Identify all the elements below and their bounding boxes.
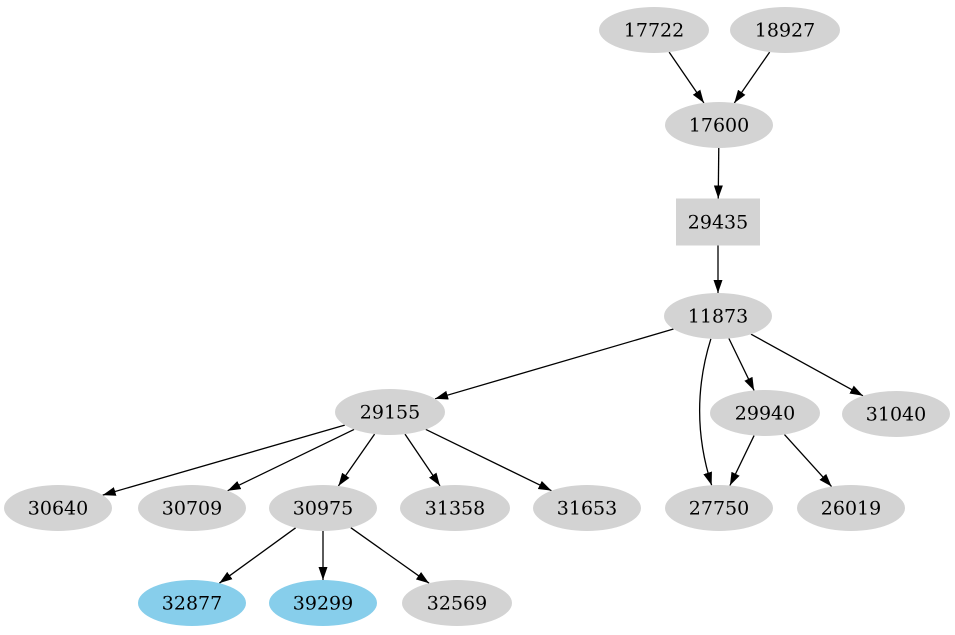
node-label-30709: 30709: [162, 498, 222, 520]
node-shape-31653: [533, 485, 641, 531]
node-shape-26019: [797, 485, 905, 531]
node-label-31040: 31040: [866, 404, 926, 426]
graph-node-29435: 29435: [676, 198, 760, 246]
node-shape-18927: [730, 7, 840, 53]
node-shape-30640: [4, 485, 112, 531]
edge-18927-17600: [733, 51, 771, 104]
node-label-27750: 27750: [689, 498, 749, 520]
edge-30975-32877: [218, 527, 297, 584]
node-label-17600: 17600: [689, 115, 749, 137]
node-label-17722: 17722: [624, 20, 684, 42]
node-label-31358: 31358: [425, 498, 485, 520]
edges-layer: [102, 51, 864, 584]
graph-node-29155: 29155: [335, 389, 445, 435]
edge-11873-27750: [699, 338, 713, 486]
edge-11873-31040: [750, 333, 864, 397]
node-shape-29435: [676, 198, 760, 246]
node-shape-29155: [335, 389, 445, 435]
node-label-30975: 30975: [293, 498, 353, 520]
edge-29155-31358: [404, 433, 441, 487]
node-shape-11873: [664, 293, 772, 339]
node-label-32569: 32569: [427, 593, 487, 615]
graph-node-17600: 17600: [665, 102, 773, 148]
edge-29155-30709: [227, 428, 355, 492]
node-shape-30975: [269, 485, 377, 531]
node-label-26019: 26019: [821, 498, 881, 520]
graph-node-31653: 31653: [533, 485, 641, 531]
edge-17722-17600: [668, 51, 705, 104]
node-label-29940: 29940: [735, 403, 795, 425]
graph-node-32877: 32877: [138, 580, 246, 626]
node-shape-27750: [665, 485, 773, 531]
edge-30975-32569: [350, 527, 430, 584]
graph-node-18927: 18927: [730, 7, 840, 53]
edge-17600-29435: [713, 147, 723, 199]
node-shape-17722: [599, 7, 709, 53]
graph-node-30975: 30975: [269, 485, 377, 531]
edge-29940-27750: [729, 435, 755, 486]
edge-11873-29155: [434, 328, 674, 400]
edge-11873-29940: [728, 338, 755, 391]
nodes-layer: 17722 18927 17600 29435 11873 29155 29940 31040…: [4, 7, 950, 626]
graph-node-29940: 29940: [710, 390, 820, 436]
node-label-29155: 29155: [360, 402, 420, 424]
graph-node-30640: 30640: [4, 485, 112, 531]
node-shape-30709: [138, 485, 246, 531]
graph-node-27750: 27750: [665, 485, 773, 531]
graph-node-11873: 11873: [664, 293, 772, 339]
node-shape-32877: [138, 580, 246, 626]
graph-node-39299: 39299: [269, 580, 377, 626]
node-shape-32569: [402, 580, 512, 626]
graph-node-32569: 32569: [402, 580, 512, 626]
graph-node-31358: 31358: [400, 485, 510, 531]
graph-node-30709: 30709: [138, 485, 246, 531]
node-shape-39299: [269, 580, 377, 626]
node-label-32877: 32877: [162, 593, 222, 615]
graph-node-26019: 26019: [797, 485, 905, 531]
node-label-29435: 29435: [688, 212, 748, 234]
node-shape-17600: [665, 102, 773, 148]
graph-node-31040: 31040: [842, 391, 950, 437]
node-shape-29940: [710, 390, 820, 436]
graph-node-17722: 17722: [599, 7, 709, 53]
node-shape-31040: [842, 391, 950, 437]
node-label-39299: 39299: [293, 593, 353, 615]
edge-29155-31653: [425, 428, 552, 492]
node-label-18927: 18927: [755, 20, 815, 42]
node-shape-31358: [400, 485, 510, 531]
node-label-30640: 30640: [28, 498, 88, 520]
edge-29155-30975: [337, 433, 376, 487]
edge-29155-30640: [102, 424, 345, 496]
node-label-31653: 31653: [557, 498, 617, 520]
edge-29940-26019: [783, 434, 833, 487]
node-label-11873: 11873: [688, 306, 748, 328]
